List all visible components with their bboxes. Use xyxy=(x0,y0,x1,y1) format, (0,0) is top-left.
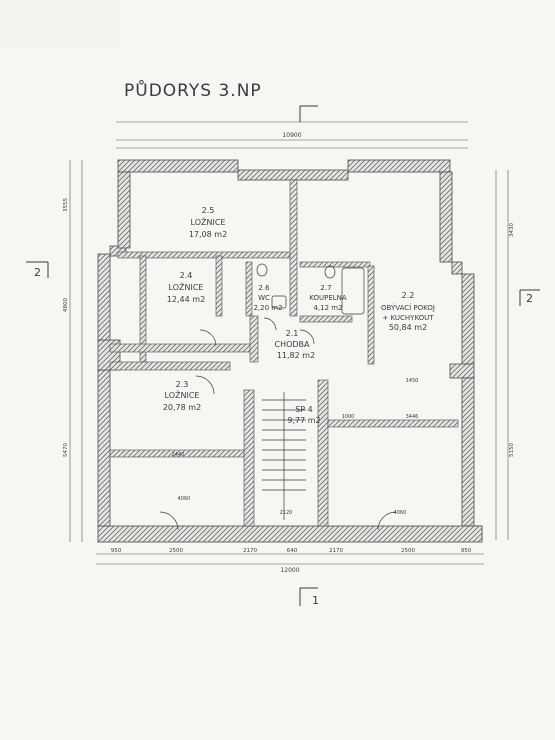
dim-right-1: 3430 xyxy=(509,223,515,237)
dim-bottom-2: 2500 xyxy=(169,548,183,554)
room-name: LOŽNICE xyxy=(191,216,226,227)
room-name: KOUPELNA xyxy=(309,294,347,302)
bathroom-fixtures xyxy=(256,263,365,315)
room-2-7: 2.7 KOUPELNA 4,12 m2 xyxy=(309,284,347,312)
room-name: LOŽNICE xyxy=(165,389,200,400)
dim-misc-2: 1000 xyxy=(342,414,355,420)
room-number: 2.5 xyxy=(202,206,215,215)
dim-bottom-7: 950 xyxy=(461,548,472,554)
section-marks xyxy=(26,105,540,606)
section-mark-left: 2 xyxy=(34,266,41,279)
room-area: 17,08 m2 xyxy=(189,230,227,239)
section-mark-bottom: 1 xyxy=(312,594,319,607)
dim-misc-1: 2440 xyxy=(172,452,185,458)
dim-misc-4: 3446 xyxy=(406,414,419,420)
dimension-lines xyxy=(69,121,509,565)
dim-left-3: 5470 xyxy=(63,443,69,457)
room-area: 2,20 m2 xyxy=(253,304,282,312)
room-number: 2.1 xyxy=(286,329,299,338)
room-number: 2.4 xyxy=(180,271,193,280)
page-title: PŮDORYS 3.NP xyxy=(124,79,262,101)
dim-right-chain: 3430 5150 xyxy=(509,223,515,457)
room-area: 20,78 m2 xyxy=(163,403,201,412)
stair-steps xyxy=(262,392,306,520)
dim-window-right: 4060 xyxy=(394,510,407,516)
room-sp4: SP 4 9,77 m2 xyxy=(287,405,320,425)
room-2-4: 2.4 LOŽNICE 12,44 m2 xyxy=(167,271,205,304)
dim-left-1: 3555 xyxy=(63,198,69,212)
room-name-line2: + KUCHYKOUT xyxy=(382,314,434,322)
room-number: 2.6 xyxy=(258,284,270,292)
room-number: 2.7 xyxy=(320,284,331,292)
interior-walls xyxy=(109,179,459,527)
dim-bottom-5: 2170 xyxy=(329,548,343,554)
dim-bottom-6: 2500 xyxy=(401,548,415,554)
room-2-6: 2.6 WC 2,20 m2 xyxy=(253,284,282,312)
dim-misc-3: 1450 xyxy=(406,378,419,384)
dim-stair-width: 2120 xyxy=(280,510,293,516)
dim-bottom-total: 12000 xyxy=(280,567,299,574)
room-name: CHODBA xyxy=(274,340,310,349)
dim-bottom-1: 950 xyxy=(111,548,122,554)
room-area: 9,77 m2 xyxy=(287,416,320,425)
room-area: 50,84 m2 xyxy=(389,323,427,332)
room-2-5: 2.5 LOŽNICE 17,08 m2 xyxy=(189,206,227,239)
room-name: WC xyxy=(258,294,270,302)
dim-left-2: 4800 xyxy=(63,298,69,312)
room-area: 11,82 m2 xyxy=(277,351,315,360)
dim-left-chain: 3555 4800 5470 xyxy=(63,198,69,457)
room-number: 2.2 xyxy=(402,291,415,300)
dim-bottom-4: 640 xyxy=(287,548,298,554)
section-mark-right: 2 xyxy=(526,292,533,305)
room-name: LOŽNICE xyxy=(169,281,204,292)
room-area: 4,12 m2 xyxy=(313,304,342,312)
dim-window-left: 4060 xyxy=(178,496,191,502)
room-name: OBÝVACÍ POKOJ xyxy=(381,303,435,312)
dim-bottom-3: 2170 xyxy=(243,548,257,554)
room-2-1: 2.1 CHODBA 11,82 m2 xyxy=(274,329,315,360)
room-number: SP 4 xyxy=(295,405,313,414)
room-2-3: 2.3 LOŽNICE 20,78 m2 xyxy=(163,380,201,412)
dim-bottom-chain: 950 2500 2170 640 2170 2500 950 xyxy=(111,548,472,554)
door-swings xyxy=(159,317,397,531)
dim-top-total: 10900 xyxy=(282,132,301,139)
dim-misc: 4060 4060 2120 2440 1000 1450 3446 xyxy=(172,378,419,516)
dim-right-2: 5150 xyxy=(509,443,515,457)
room-area: 12,44 m2 xyxy=(167,295,205,304)
paper-sheet-top xyxy=(120,0,555,60)
room-number: 2.3 xyxy=(176,380,189,389)
room-2-2: 2.2 OBÝVACÍ POKOJ + KUCHYKOUT 50,84 m2 xyxy=(381,291,435,332)
